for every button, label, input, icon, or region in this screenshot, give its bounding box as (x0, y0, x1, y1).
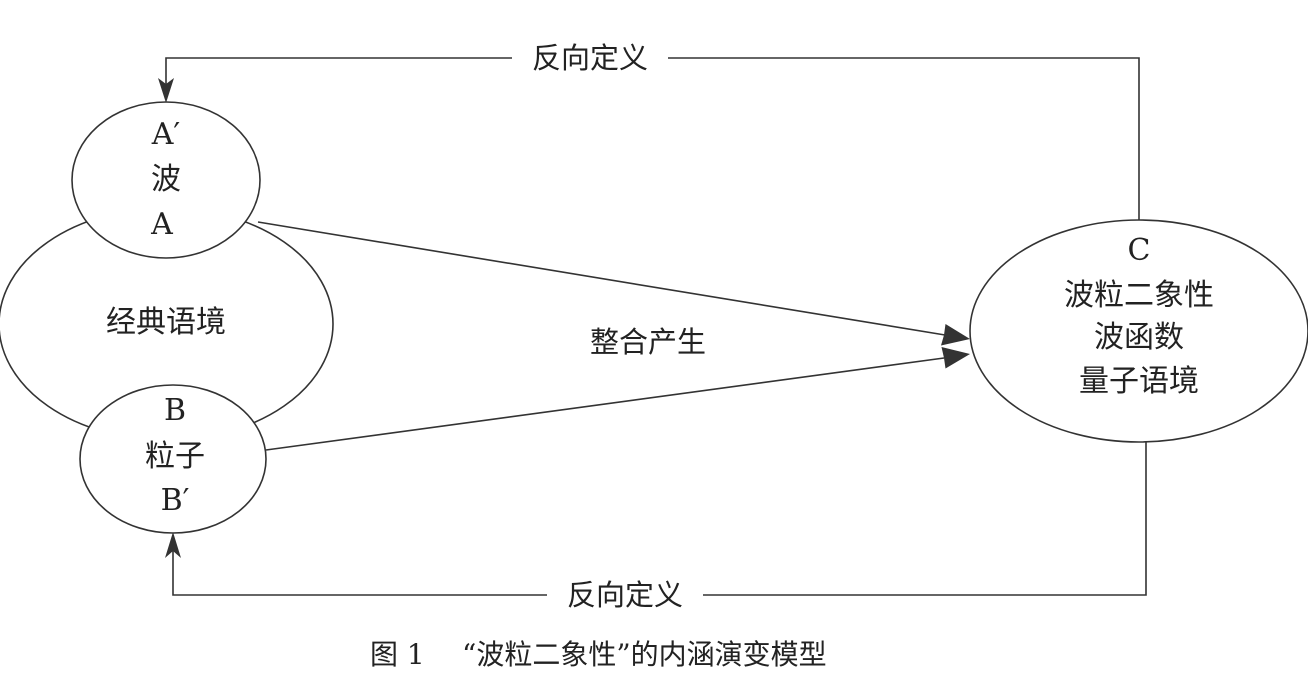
reverse-top-label-bg (512, 38, 668, 78)
quantum-line-context: 量子语境 (1079, 364, 1199, 399)
reverse-definition-top-label: 反向定义 (532, 41, 648, 75)
wave-bottom-label: A (150, 207, 173, 242)
reverse-bottom-label-bg (547, 575, 703, 615)
integrate-arrowhead-from-particle (941, 347, 970, 369)
reverse-definition-top-path (165, 57, 1140, 220)
reverse-definition-bottom-path (172, 441, 1147, 596)
particle-top-label: B (164, 393, 186, 428)
integrate-arrow-from-particle (265, 357, 945, 451)
reverse-definition-top-arrowhead (158, 78, 174, 103)
quantum-line-duality: 波粒二象性 (1064, 278, 1214, 313)
particle-name: 粒子 (145, 439, 205, 474)
particle-bottom-label: B′ (161, 483, 190, 518)
integrate-arrowhead-from-wave (941, 324, 970, 346)
classical-context-name: 经典语境 (106, 305, 226, 340)
quantum-top-label: C (1128, 233, 1151, 268)
integrate-label: 整合产生 (590, 325, 706, 359)
wave-name: 波 (151, 162, 181, 197)
reverse-definition-bottom-arrowhead (165, 532, 181, 558)
wave-top-label: A′ (151, 117, 181, 152)
caption-figure-number: 图 1 (370, 638, 425, 671)
integrate-arrow-from-wave (257, 221, 946, 336)
reverse-definition-bottom-label: 反向定义 (567, 578, 683, 612)
caption-text: “波粒二象性”的内涵演变模型 (462, 638, 827, 671)
quantum-line-wavefunction: 波函数 (1094, 320, 1184, 355)
